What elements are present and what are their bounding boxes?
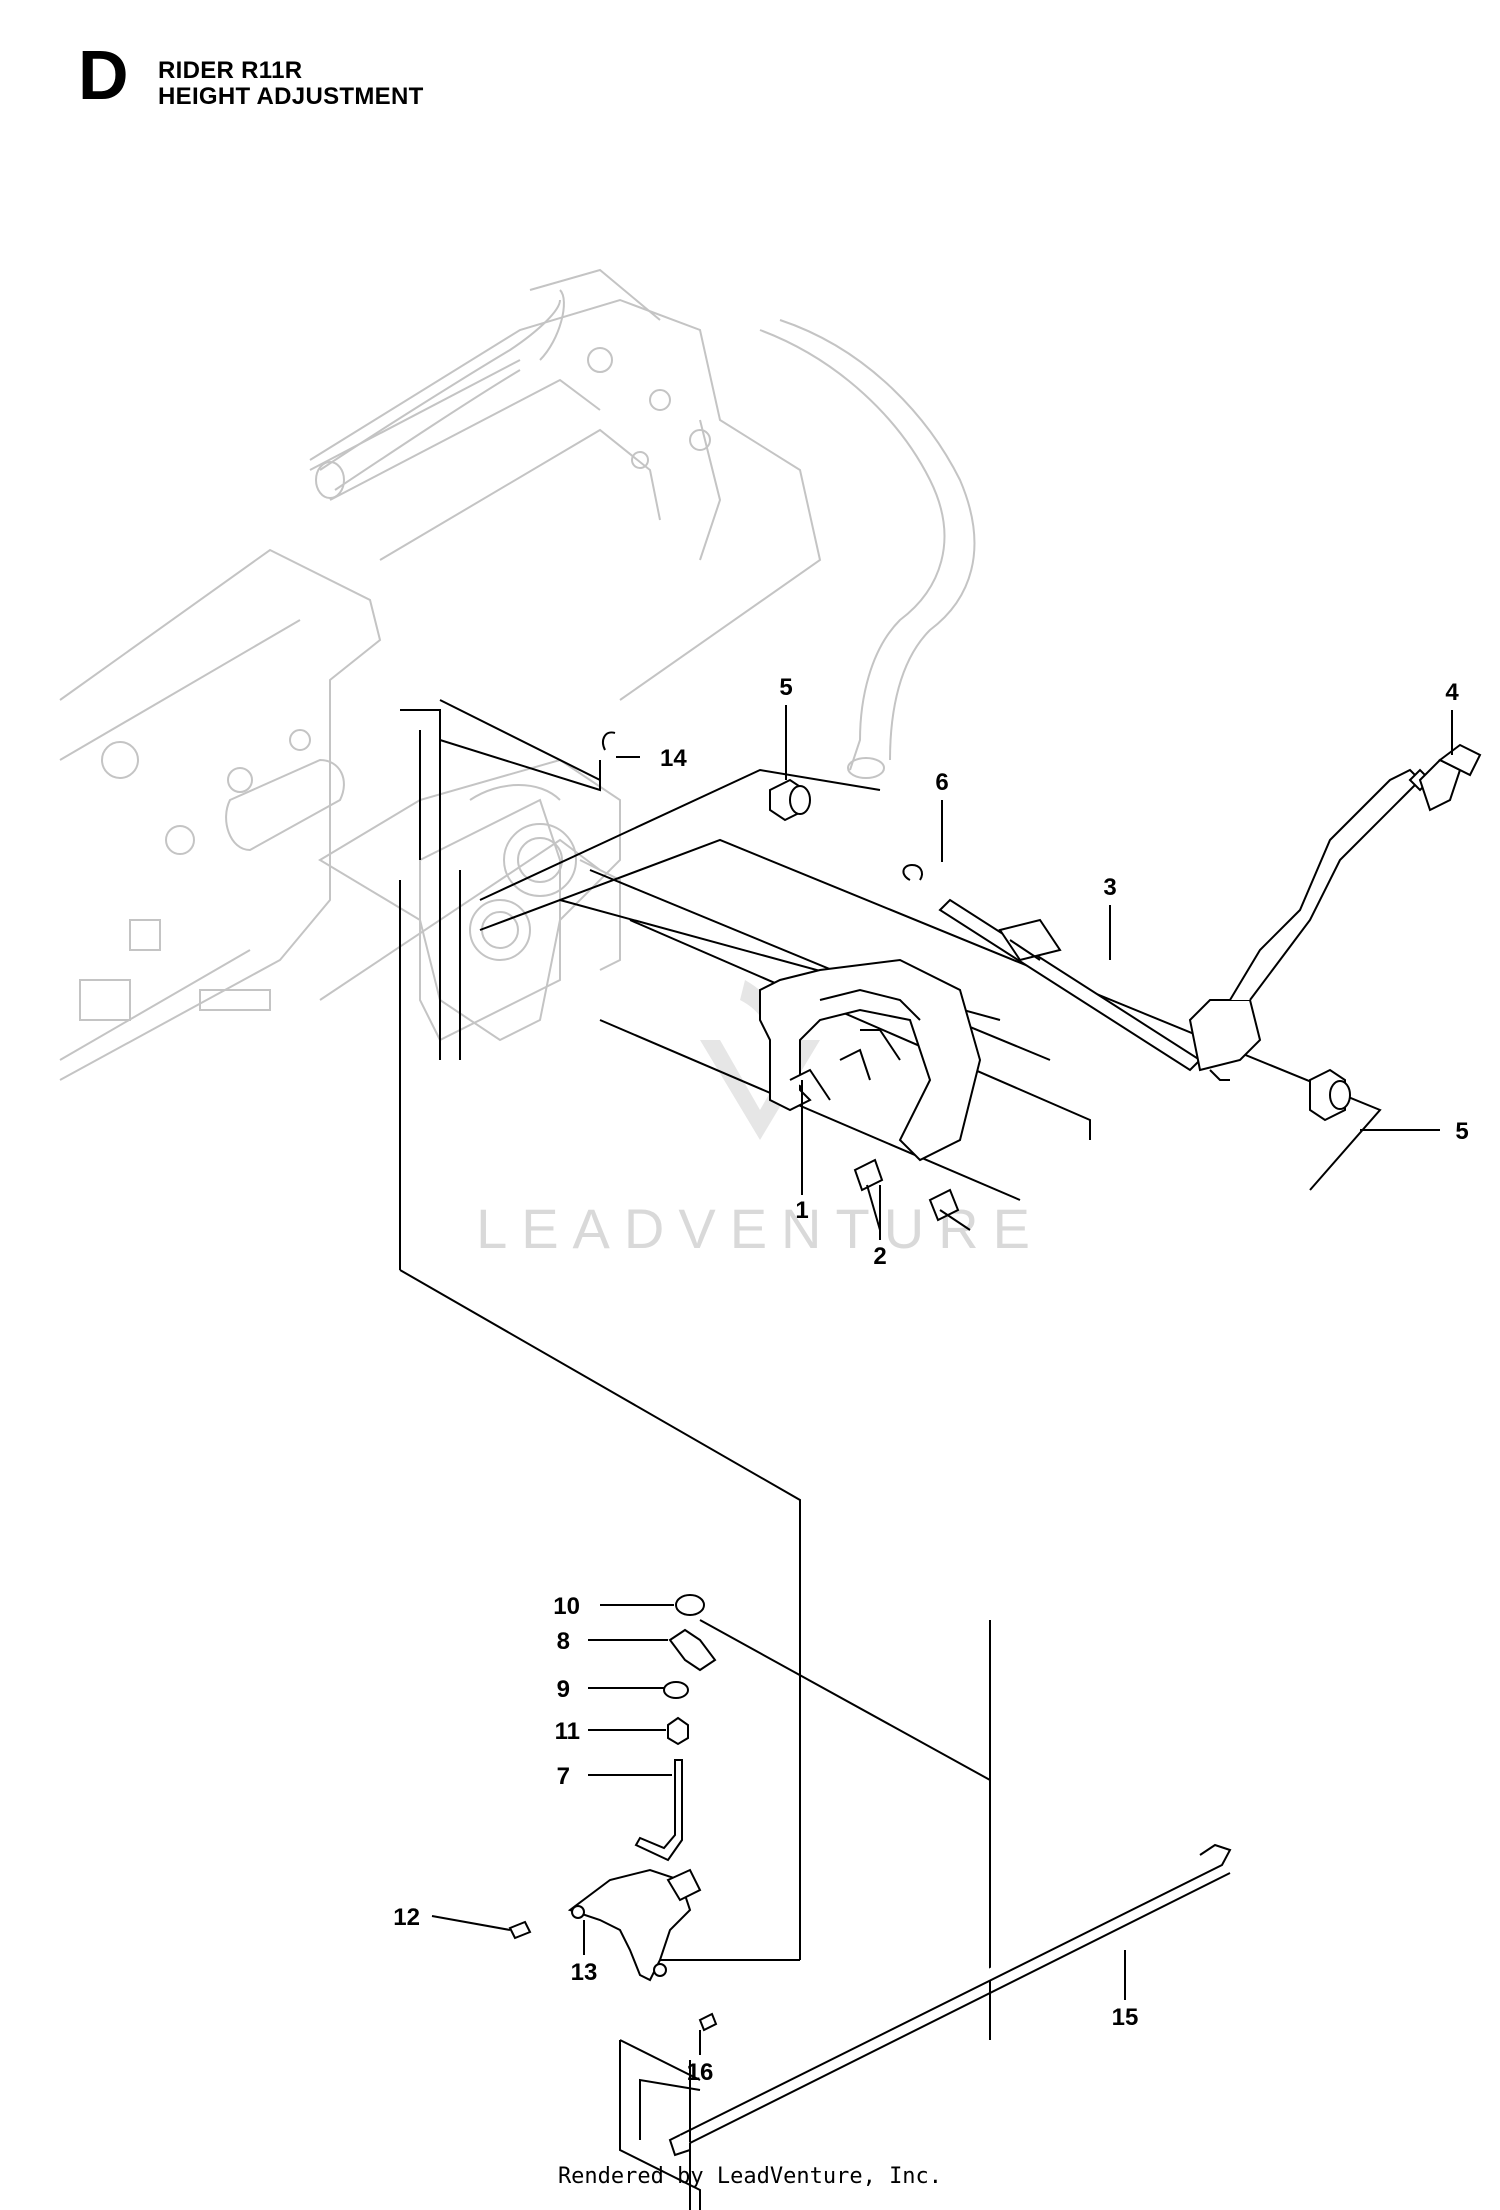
watermark-text: LEADVENTURE xyxy=(476,1197,1044,1260)
part-1-adjustment-plate xyxy=(759,958,982,1162)
explode-lines xyxy=(399,699,1382,2210)
footer-credit: Rendered by LeadVenture, Inc. xyxy=(557,2164,943,2189)
callout-6: 6 xyxy=(935,769,948,796)
part-9-washer xyxy=(663,1681,689,1699)
callout-15: 15 xyxy=(1112,2004,1139,2031)
callout-9: 9 xyxy=(557,1676,570,1703)
part-2-bolts xyxy=(853,1158,971,1231)
callout-labels: 5 4 6 3 5 1 2 14 10 8 9 11 7 12 13 15 16 xyxy=(393,674,1468,2086)
part-6-e-clip xyxy=(902,863,923,881)
callout-5-top: 5 xyxy=(779,674,792,701)
part-15-rod xyxy=(668,1843,1232,2157)
model-title: RIDER R11R xyxy=(158,57,303,84)
part-10-nut xyxy=(675,1594,705,1616)
part-7-rod xyxy=(634,1759,683,1862)
part-13-bellcrank xyxy=(567,1868,692,1982)
callout-16: 16 xyxy=(687,2059,714,2086)
part-14-clip xyxy=(602,731,616,751)
callout-14: 14 xyxy=(660,745,687,772)
callout-11: 11 xyxy=(555,1718,580,1745)
section-letter: D xyxy=(78,36,129,114)
callout-12: 12 xyxy=(393,1904,420,1931)
title-block: RIDER R11R HEIGHT ADJUSTMENT xyxy=(158,58,424,110)
callout-1: 1 xyxy=(795,1197,808,1224)
chassis-frame xyxy=(59,268,976,1081)
part-8-pin xyxy=(668,1628,717,1672)
section-subtitle: HEIGHT ADJUSTMENT xyxy=(158,83,424,110)
part-3-lever-shaft xyxy=(938,768,1422,1081)
part-5-bushings xyxy=(769,778,1351,1122)
callout-13: 13 xyxy=(571,1959,598,1986)
leader-lines xyxy=(431,705,1453,2055)
part-4-lever-grip xyxy=(1408,743,1482,812)
part-11-nut xyxy=(667,1716,689,1746)
callout-4: 4 xyxy=(1445,679,1459,706)
callout-3: 3 xyxy=(1103,874,1116,901)
linkage-hardware xyxy=(508,1594,718,2032)
callout-5-right: 5 xyxy=(1455,1118,1468,1145)
watermark-flame-icon xyxy=(740,980,781,1060)
callout-8: 8 xyxy=(557,1628,570,1655)
callout-7: 7 xyxy=(557,1763,570,1790)
part-16-pin xyxy=(698,2012,718,2032)
callout-10: 10 xyxy=(553,1593,580,1620)
callout-2: 2 xyxy=(873,1243,886,1270)
part-12-pin xyxy=(508,1920,532,1940)
